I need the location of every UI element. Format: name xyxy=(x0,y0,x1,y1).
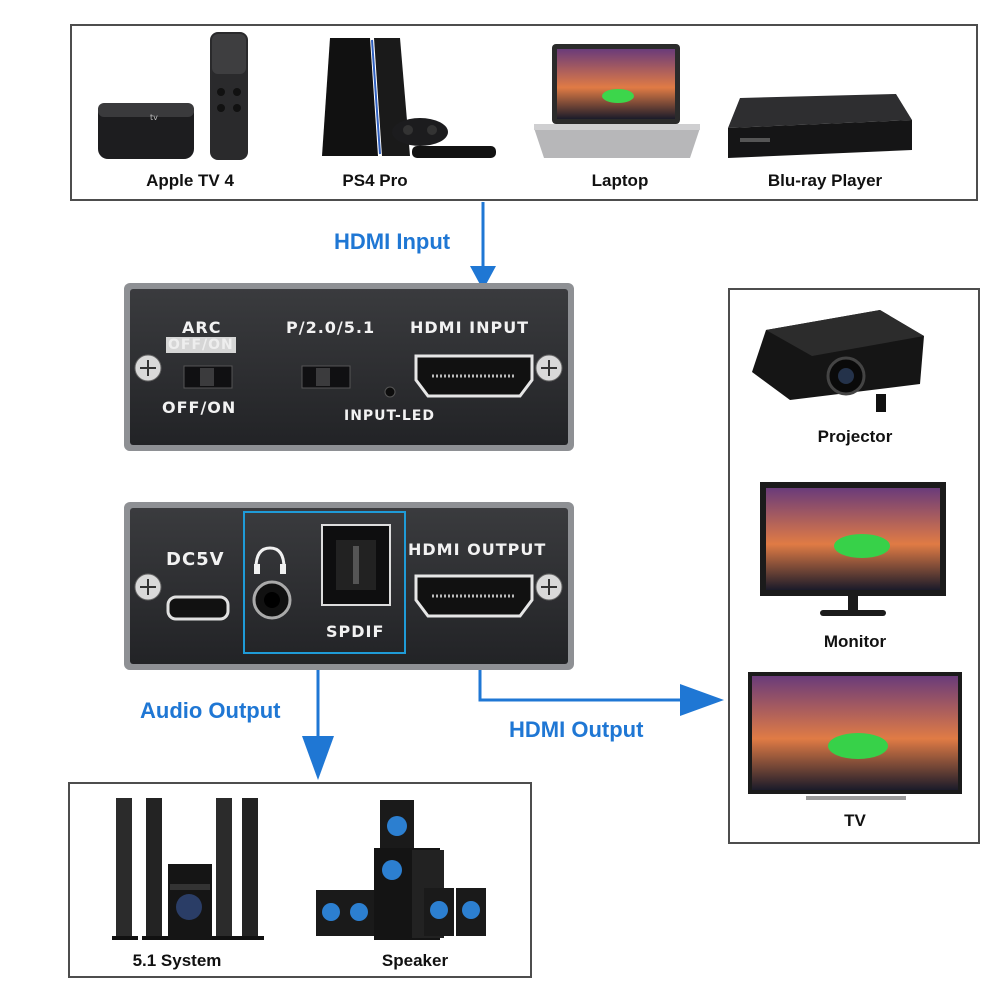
dc5v-label: DC5V xyxy=(166,549,225,570)
audio-output-label: Audio Output xyxy=(140,698,281,723)
arc-label: ARC xyxy=(182,318,222,337)
svg-text:tv: tv xyxy=(150,113,158,122)
arc-sub-label: OFF/ON xyxy=(166,337,236,353)
hdmi-input-port-label: HDMI INPUT xyxy=(410,318,530,337)
mode-switch-label: P/2.0/5.1 xyxy=(286,318,376,337)
audio-devices-box xyxy=(68,782,532,978)
hdmi-output-label: HDMI Output xyxy=(509,717,644,742)
monitor-label: Monitor xyxy=(823,632,887,651)
hdmi-output-port-label: HDMI OUTPUT xyxy=(408,540,547,559)
spdif-label: SPDIF xyxy=(326,622,385,641)
projector-label: Projector xyxy=(817,427,893,446)
speaker-label: Speaker xyxy=(381,951,449,970)
arc-switch-label: OFF/ON xyxy=(162,398,237,417)
bluray-label: Blu-ray Player xyxy=(767,171,883,190)
system-51-label: 5.1 System xyxy=(132,951,222,970)
tv-label: TV xyxy=(844,811,866,830)
laptop-label: Laptop xyxy=(591,171,649,190)
input-led-label: INPUT-LED xyxy=(344,408,435,424)
apple-tv-label: Apple TV 4 xyxy=(146,171,234,190)
hdmi-input-label: HDMI Input xyxy=(334,229,451,254)
ps4-pro-label: PS4 Pro xyxy=(342,171,408,190)
